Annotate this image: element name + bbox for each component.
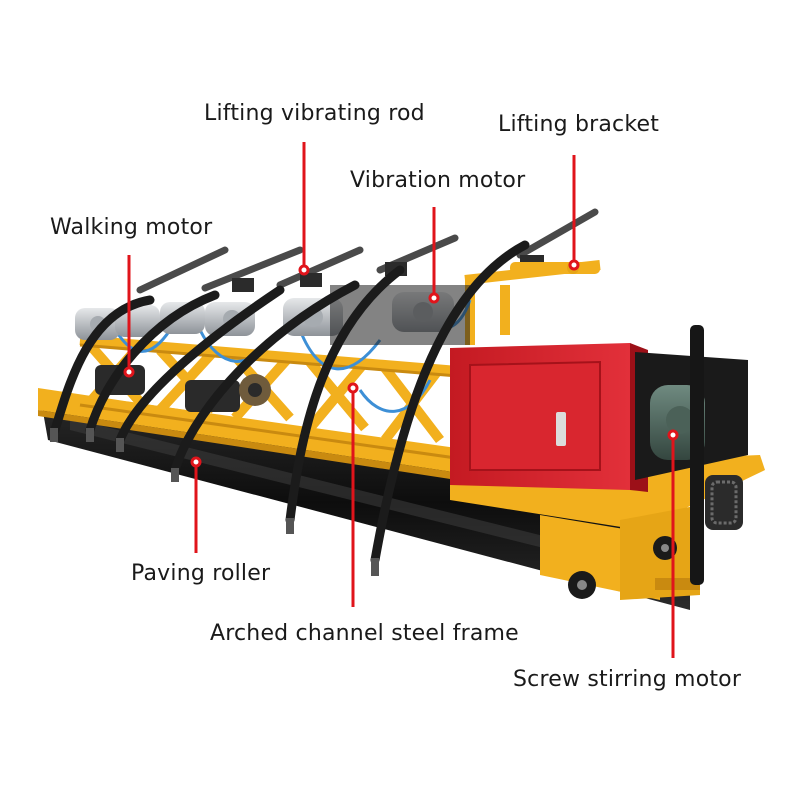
callout-lines bbox=[127, 142, 675, 658]
label-walking-motor: Walking motor bbox=[50, 215, 213, 240]
callout-dots bbox=[123, 259, 679, 468]
paving-roller-body bbox=[40, 395, 690, 610]
label-arched-channel-steel-frame: Arched channel steel frame bbox=[210, 621, 519, 646]
label-paving-roller: Paving roller bbox=[131, 561, 271, 586]
wheels bbox=[568, 536, 677, 599]
chain-drive bbox=[705, 475, 743, 530]
label-vibration-motor: Vibration motor bbox=[350, 168, 526, 193]
lifting-bracket bbox=[510, 262, 600, 274]
hose-tips bbox=[50, 428, 379, 576]
stirring-shaft bbox=[690, 325, 704, 585]
vibrator-hoses bbox=[50, 240, 530, 565]
label-screw-stirring-motor: Screw stirring motor bbox=[513, 667, 742, 692]
label-lifting-bracket: Lifting bracket bbox=[498, 112, 660, 137]
label-lifting-vibrating-rod: Lifting vibrating rod bbox=[204, 101, 425, 126]
control-cabinet bbox=[450, 343, 648, 492]
